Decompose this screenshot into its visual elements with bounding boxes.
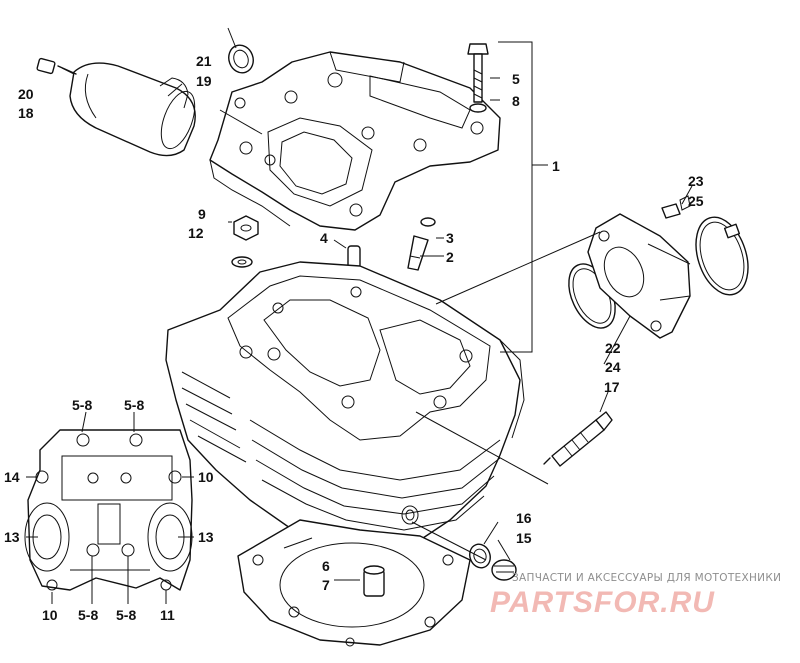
o-ring-21	[228, 44, 254, 74]
label-19: 19	[196, 73, 212, 89]
label-5: 5	[512, 71, 520, 87]
label-3: 3	[446, 230, 454, 246]
label-9: 9	[198, 206, 206, 222]
label-20: 20	[18, 86, 34, 102]
label-12: 12	[188, 225, 204, 241]
spark-plug	[543, 411, 613, 467]
inset-label-13-left: 13	[4, 529, 20, 545]
nut-9	[231, 215, 259, 268]
bolt-5	[467, 43, 489, 113]
label-2: 2	[446, 249, 454, 265]
inset-label-11: 11	[160, 607, 175, 623]
inset-label-10-right: 10	[198, 469, 214, 485]
label-18: 18	[18, 105, 34, 121]
inset-label-14: 14	[4, 469, 20, 485]
label-4: 4	[320, 230, 328, 246]
leader-lines	[26, 27, 693, 604]
inset-label-5-8-top-left: 5-8	[72, 397, 92, 413]
inset-label-5-8-top-right: 5-8	[124, 397, 144, 413]
inset-head-view	[24, 429, 193, 591]
watermark-logo: PARTSFOR.RU	[490, 586, 715, 619]
label-1: 1	[552, 158, 560, 174]
intake-boot	[568, 195, 749, 339]
label-15: 15	[516, 530, 532, 546]
label-24: 24	[605, 359, 621, 375]
label-6: 6	[322, 558, 330, 574]
inset-label-13-right: 13	[198, 529, 214, 545]
label-16: 16	[516, 510, 532, 526]
callout-labels: 1 2 3 4 5 8 9 12 6 7 16 15 17 18 19 20 2…	[4, 53, 704, 623]
cylinder-head	[165, 261, 525, 557]
valve-cover	[209, 51, 501, 231]
inset-label-5-8-bottom-left: 5-8	[78, 607, 98, 623]
plug-15	[491, 559, 517, 581]
label-17: 17	[604, 379, 620, 395]
inset-label-5-8-bottom-right: 5-8	[116, 607, 136, 623]
label-7: 7	[322, 577, 330, 593]
watermark: ЗАПЧАСТИ И АКСЕССУАРЫ ДЛЯ МОТОТЕХНИКИ PA…	[490, 572, 781, 619]
label-23: 23	[688, 173, 704, 189]
head-gasket	[237, 519, 471, 647]
watermark-tagline: ЗАПЧАСТИ И АКСЕССУАРЫ ДЛЯ МОТОТЕХНИКИ	[512, 572, 781, 584]
inset-label-10-bottom: 10	[42, 607, 58, 623]
dowel-7	[363, 565, 385, 597]
label-25: 25	[688, 193, 704, 209]
washer-16	[469, 543, 491, 569]
insert-2-3	[407, 217, 436, 271]
breather-housing	[36, 57, 196, 157]
label-22: 22	[605, 340, 621, 356]
label-21: 21	[196, 53, 212, 69]
label-8: 8	[512, 93, 520, 109]
